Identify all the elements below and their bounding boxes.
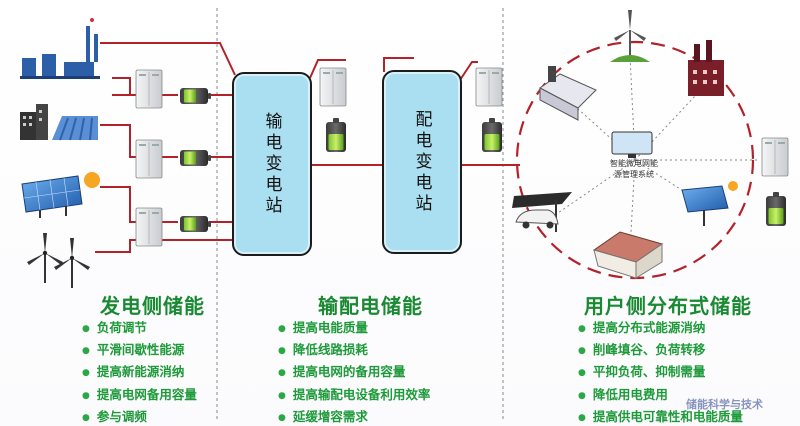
grid-list: 提高电能质量 降低线路损耗 提高电网的备用容量 提高输配电设备利用效率 延缓增容… xyxy=(278,318,431,426)
microgrid-center-label: 智能微电网能 源管理系统 xyxy=(594,158,674,180)
list-item: 平滑间歇性能源 xyxy=(82,340,197,362)
list-item: 提高电网的备用容量 xyxy=(278,362,430,384)
city-building-icon xyxy=(20,104,98,141)
solar-panel-icon xyxy=(681,185,729,226)
sun-icon xyxy=(728,181,738,191)
generation-list: 负荷调节 平滑间歇性能源 提高新能源消纳 提高电网备用容量 参与调频 xyxy=(82,318,197,426)
battery-icon xyxy=(766,192,786,226)
microgrid-center-line2: 源管理系统 xyxy=(614,170,654,179)
wind-turbine-icon xyxy=(26,232,91,289)
list-item: 参与调频 xyxy=(82,407,197,426)
microgrid-spokes xyxy=(554,54,760,251)
ev-carport-icon xyxy=(512,192,572,232)
distribution-substation-label: 配电变电站 xyxy=(411,109,432,215)
generation-title: 发电侧储能 xyxy=(100,294,205,318)
transmission-substation-label: 输电变电站 xyxy=(261,111,282,217)
distribution-substation: 配电变电站 xyxy=(382,70,462,254)
city-building-icon xyxy=(539,66,597,121)
list-item: 降低用电费用 xyxy=(578,385,743,407)
list-item: 提高电能质量 xyxy=(278,318,430,340)
transmission-substation: 输电变电站 xyxy=(232,72,312,256)
grid-connections xyxy=(309,57,520,166)
inverter-cabinet-icon xyxy=(761,137,789,177)
list-item: 提高输配电设备利用效率 xyxy=(278,385,431,407)
generation-connections xyxy=(95,42,236,253)
list-item: 降低线路损耗 xyxy=(278,340,430,362)
inverter-cabinet-icon xyxy=(135,69,163,247)
list-item: 延缓增容需求 xyxy=(278,407,430,426)
watermark: 储能科学与技术 xyxy=(686,398,763,411)
list-item: 平抑负荷、抑制需量 xyxy=(578,362,743,384)
house-icon xyxy=(592,231,664,279)
user-title: 用户侧分布式储能 xyxy=(584,294,752,318)
factory-icon xyxy=(688,40,724,96)
user-list: 提高分布式能源消纳 削峰填谷、负荷转移 平抑负荷、抑制需量 降低用电费用 提高供… xyxy=(578,318,743,426)
microgrid-center-line1: 智能微电网能 xyxy=(610,159,658,168)
sun-icon xyxy=(84,172,100,188)
list-item: 提高分布式能源消纳 xyxy=(578,318,743,340)
battery-icon xyxy=(180,88,211,232)
control-monitor-icon xyxy=(611,131,653,158)
wind-turbine-icon xyxy=(610,10,650,62)
list-item: 提高新能源消纳 xyxy=(82,362,197,384)
list-item: 削峰填谷、负荷转移 xyxy=(578,340,743,362)
grid-title: 输配电储能 xyxy=(318,294,423,318)
power-plant-icon xyxy=(20,18,100,79)
list-item: 提高电网备用容量 xyxy=(82,385,197,407)
list-item: 负荷调节 xyxy=(82,318,197,340)
list-item: 提高供电可靠性和电能质量 xyxy=(578,407,743,426)
solar-panel-icon xyxy=(21,175,83,218)
